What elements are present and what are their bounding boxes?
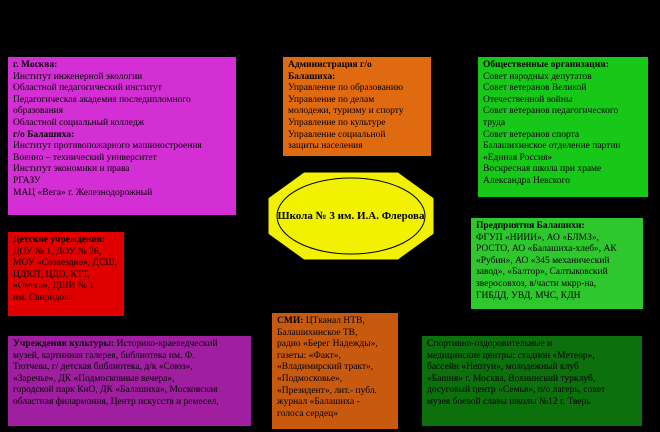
moscow-line: Областной социальный колледж	[13, 117, 145, 128]
culture-institutions-box: Учреждения культуры: Историко-краеведчес…	[8, 336, 251, 426]
moscow-line: г/о Балашиха:	[13, 129, 75, 140]
moscow-line: Областной педагогический институт	[13, 83, 162, 94]
public-line: Совет ветеранов Великой	[483, 83, 587, 94]
culture-line: «Заречье», ДК «Подмосковные вечера»,	[13, 373, 175, 384]
childrens-institutions-box: Детские учреждения:ДОУ № 1, ДОУ № 26,МОУ…	[8, 232, 124, 316]
admin-line: Управление по делам	[288, 94, 375, 105]
enterprises-line: РОСТО, АО «Балашиха-хлеб», АК	[476, 244, 617, 255]
media-line: Балашихинское ТВ,	[277, 327, 358, 338]
media-line: голоса сердец»	[277, 408, 338, 419]
admin-line: Администрация г/о	[288, 60, 372, 70]
kids-line: МОУ «Созвездие», ДСШ,	[13, 258, 118, 269]
media-box: СМИ: ЦТканал НТВ,Балашихинское ТВ,радио …	[272, 313, 398, 429]
enterprises-line: завод», «Балтор», Салтыковский	[476, 267, 608, 278]
public-line: Воскресная школа при храме	[483, 164, 602, 175]
enterprises-line: «Рубин», АО «345 механический	[476, 255, 610, 266]
moscow-line: Институт противопожарного машиностроения	[13, 141, 202, 152]
media-line: журнал «Балашиха -	[277, 397, 360, 408]
enterprises-box: Предприятия Балашихи:ФГУП «НИИИ», АО «БЛ…	[471, 218, 643, 309]
admin-line: Управление социальной	[288, 129, 386, 140]
sports-line: медицинские центры: стадион «Метеор»,	[427, 350, 595, 361]
sports-line: «Башня» г. Москва, Вохнинский турклуб,	[427, 373, 596, 384]
kids-line: им. Свиридова	[13, 292, 73, 303]
public-line: Совет ветеранов педагогического	[483, 106, 619, 117]
culture-line: областная филармония, Центр искусств и р…	[13, 396, 219, 407]
public-line: Совет ветеранов спорта	[483, 129, 580, 140]
public-line: труда	[483, 117, 506, 128]
moscow-line: Военно – технический университет	[13, 152, 157, 163]
public-line: «Единая Россия»	[483, 152, 553, 163]
moscow-line: МАЦ «Вега» г. Железнодорожный	[13, 187, 153, 198]
public-line: Балашихинское отделение партии	[483, 141, 621, 152]
culture-line: Учреждения культуры: Историко-краеведчес…	[13, 339, 218, 349]
enterprises-line: ГИБДД, УВД, МЧС, КДН	[476, 290, 581, 301]
sports-line: бассейн «Нептун», молодежный клуб	[427, 362, 579, 373]
kids-line: «Омега», ДШИ № 1	[13, 281, 94, 292]
kids-line: Детские учреждения:	[13, 235, 106, 245]
moscow-line: РГАЗУ	[13, 175, 41, 186]
culture-line: музей, картинная галерея, библиотека им.…	[13, 350, 195, 361]
media-line: радио «Берег Надежды»,	[277, 339, 378, 350]
moscow-line: Педагогическая академия последипломного	[13, 94, 191, 105]
admin-line: молодежи, туризму и спорту	[288, 106, 404, 117]
enterprises-line: Предприятия Балашихи:	[476, 221, 585, 231]
kids-line: ЦДЮТ, ЦДО, КТТ,	[13, 269, 90, 280]
admin-line: Управление по образованию	[288, 83, 404, 94]
media-line: «Владимирский тракт»,	[277, 362, 374, 373]
culture-line: Тютчева, г/ детская библиотека, д/к «Сою…	[13, 362, 193, 373]
admin-line: защиты населения	[288, 141, 363, 152]
public-line: Отечественной войны	[483, 94, 573, 105]
media-line: «Подмосковье»,	[277, 373, 343, 384]
sports-line: музея боевой славы школы №12 г. Тверь	[427, 396, 591, 407]
enterprises-line: ФГУП «НИИИ», АО «БЛМЗ»,	[476, 232, 600, 243]
center-octagon-shape	[267, 171, 435, 261]
admin-line: Управление по культуре	[288, 117, 386, 128]
sports-line: Спортивно-оздоровительные и	[427, 339, 553, 349]
public-line: Совет народных депутатов	[483, 71, 592, 82]
public-line: Общественные организации:	[483, 60, 609, 70]
enterprises-line: зверосовхоз, в/части мкрр-на,	[476, 278, 597, 289]
media-line: «Президент», лит.- публ.	[277, 385, 377, 396]
media-line: газеты: «Факт»,	[277, 350, 341, 361]
moscow-line: образования	[13, 106, 64, 117]
admin-line: Балашиха:	[288, 71, 336, 82]
moscow-line: Институт экономики и права	[13, 164, 130, 175]
moscow-line: Институт инженерной экологии	[13, 71, 143, 82]
school-center-node: Школа № 3 им. И.А. Флерова	[266, 170, 436, 262]
media-line: СМИ: ЦТканал НТВ,	[277, 316, 365, 326]
moscow-line: г. Москва:	[13, 60, 58, 70]
public-line: Александра Невского	[483, 175, 571, 186]
culture-line: городской парк КиО, ДК «Балашиха», Моско…	[13, 385, 218, 396]
public-organizations-box: Общественные организации:Совет народных …	[478, 57, 648, 197]
sports-line: досуговый центр «Семья», п/о лагерь, сов…	[427, 385, 606, 396]
kids-line: ДОУ № 1, ДОУ № 26,	[13, 246, 102, 257]
